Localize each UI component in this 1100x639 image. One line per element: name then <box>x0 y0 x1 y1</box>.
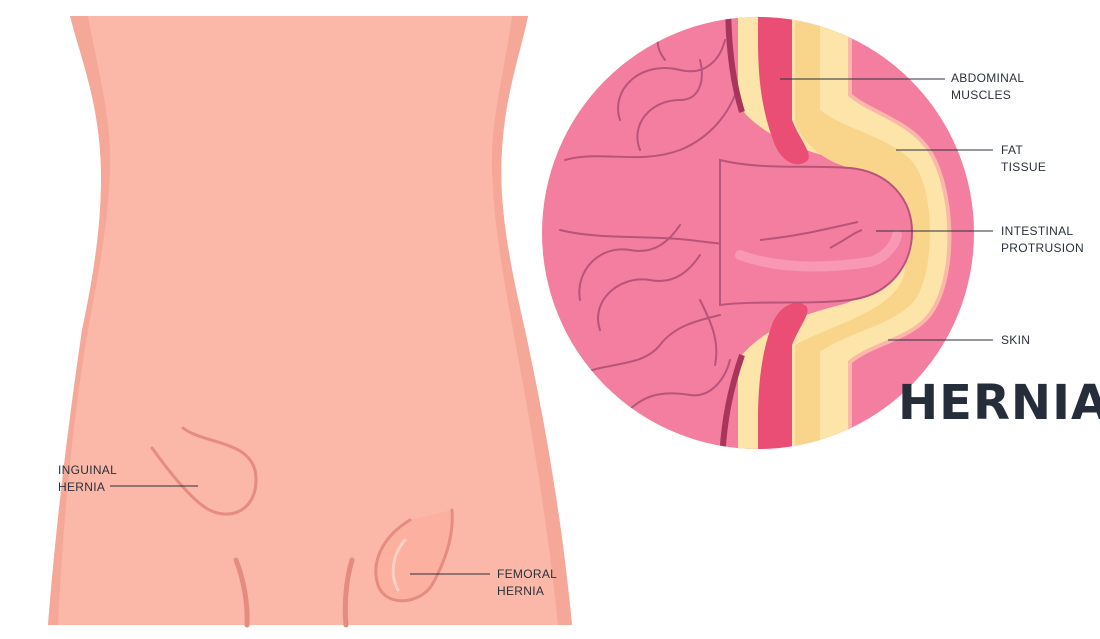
inguinal-hernia-bulge <box>150 426 258 516</box>
torso <box>48 16 572 628</box>
label-abdominal-muscles-line1: ABDOMINAL <box>951 71 1025 85</box>
intestinal-protrusion <box>719 158 914 307</box>
diagram-title: HERNIA <box>898 375 1100 431</box>
torso-body <box>48 16 572 625</box>
label-intestinal-protrusion: INTESTINAL PROTRUSION <box>1001 223 1084 257</box>
right-leg-crease <box>342 557 355 628</box>
label-abdominal-muscles-line2: MUSCLES <box>951 88 1012 102</box>
label-inguinal-hernia-line1: INGUINAL <box>58 463 118 477</box>
label-femoral-hernia-line1: FEMORAL <box>497 567 558 581</box>
cross-section <box>542 17 993 449</box>
abdominal-muscle-bottom <box>758 302 808 449</box>
skin-rim <box>848 17 952 449</box>
label-skin-line1: SKIN <box>1001 333 1031 347</box>
protrusion-highlight <box>735 230 902 272</box>
inner-wall-top <box>725 17 745 113</box>
torso-left-shade <box>48 16 111 625</box>
label-fat-tissue: FAT TISSUE <box>1001 142 1046 176</box>
label-abdominal-muscles: ABDOMINAL MUSCLES <box>951 70 1024 104</box>
label-inguinal-hernia: INGUINAL HERNIA <box>58 462 117 496</box>
label-fat-tissue-line2: TISSUE <box>1001 160 1047 174</box>
protrusion-fold-2 <box>829 229 863 249</box>
left-leg-crease <box>233 557 250 628</box>
torso-right-shade <box>491 16 572 625</box>
label-intestinal-protrusion-line1: INTESTINAL <box>1001 224 1074 238</box>
label-femoral-hernia-line2: HERNIA <box>497 584 545 598</box>
label-inguinal-hernia-line2: HERNIA <box>58 480 106 494</box>
fat-layer-inner <box>795 17 930 449</box>
label-femoral-hernia: FEMORAL HERNIA <box>497 566 557 600</box>
label-fat-tissue-line1: FAT <box>1001 143 1024 157</box>
label-intestinal-protrusion-line2: PROTRUSION <box>1001 241 1085 255</box>
label-skin: SKIN <box>1001 332 1030 349</box>
abdominal-muscle-top <box>758 17 809 165</box>
protrusion-fold <box>759 221 859 241</box>
femoral-hernia-highlight <box>391 538 407 592</box>
